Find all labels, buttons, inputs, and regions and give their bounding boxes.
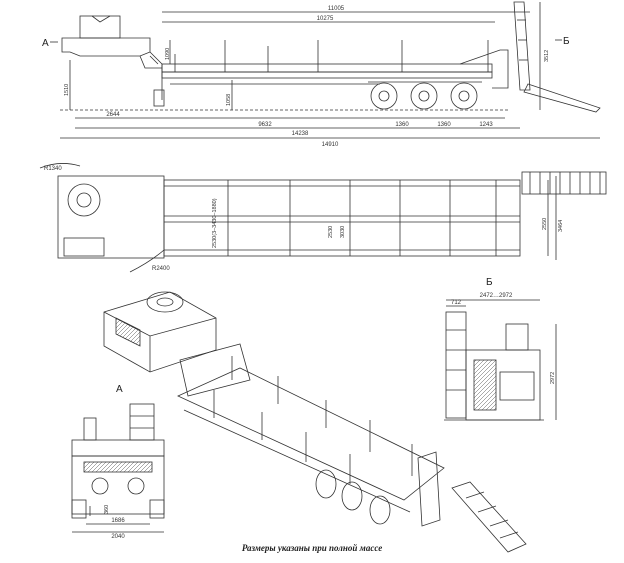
isometric-view (103, 291, 527, 553)
dim-width: 2040 (111, 534, 125, 540)
dim-overall-deck: 11005 (328, 6, 345, 12)
top-view-dimensions: R1340 R2400 2530(3–3430–1880) 2530 3030 … (44, 166, 564, 272)
dim-deck-height: 1058 (226, 94, 232, 106)
top-view (39, 163, 607, 273)
dim-deck-width: 3030 (340, 226, 346, 238)
dim-radius-front: R1340 (44, 166, 62, 172)
side-view: А Б (42, 1, 601, 139)
dim-stake-height: 1090 (165, 48, 171, 60)
dim-height: 2972 (550, 372, 556, 384)
dim-radius-swing: R2400 (152, 266, 170, 272)
dim-overall-length: 14910 (322, 142, 339, 148)
dim-length-to-ramp: 14238 (292, 131, 309, 137)
dim-rear: 1243 (479, 122, 493, 128)
dim-kingpin: 2644 (106, 112, 120, 118)
rear-view: Б (444, 277, 557, 421)
dim-spread: 2472…2972 (480, 293, 513, 299)
section-a-label: А (42, 38, 49, 49)
dim-kingpin-height: 360 (104, 505, 110, 514)
caption: Размеры указаны при полной массе (241, 543, 383, 553)
dim-inner-width: 2530 (328, 226, 334, 238)
dim-axle2: 1360 (437, 122, 451, 128)
dim-axle1: 1360 (395, 122, 409, 128)
front-view: А (71, 384, 165, 533)
dim-rear-width: 2550 (542, 218, 548, 230)
rear-view-dimensions: 2472…2972 712 2972 (451, 293, 556, 384)
dim-overall-width: 3464 (558, 220, 564, 232)
dim-track: 1686 (111, 518, 125, 524)
dim-neck-height: 1510 (64, 84, 70, 96)
dim-ramp-offset: 712 (451, 300, 462, 306)
dim-total-height: 3512 (544, 50, 550, 62)
front-view-dimensions: 360 1686 2040 (104, 505, 125, 540)
section-b-label: Б (563, 36, 570, 47)
rear-view-label: Б (486, 277, 493, 288)
side-view-dimensions: 11005 10275 1090 3512 1510 1058 2644 963… (64, 6, 550, 148)
front-view-label: А (116, 384, 123, 395)
dim-deck: 10275 (317, 16, 334, 22)
dim-width-range: 2530(3–3430–1880) (212, 198, 218, 248)
dim-to-axles: 9632 (258, 122, 272, 128)
